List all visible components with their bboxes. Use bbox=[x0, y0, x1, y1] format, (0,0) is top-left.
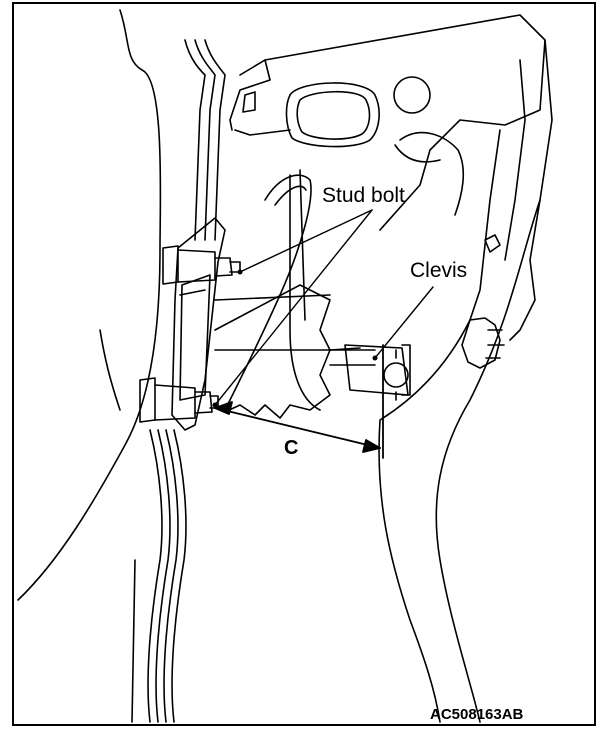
figure-frame bbox=[12, 2, 596, 726]
bracket-curved-slot bbox=[399, 131, 465, 216]
pushrod bbox=[329, 349, 376, 366]
dimension-c-arrow bbox=[214, 344, 384, 459]
pedal-support-bracket bbox=[229, 14, 553, 369]
mounting-plate bbox=[171, 217, 226, 431]
clevis-label: Clevis bbox=[410, 259, 468, 282]
dimension-c-label: C bbox=[284, 437, 299, 459]
lower-stud-bolt-shape bbox=[139, 377, 219, 423]
booster-boot bbox=[214, 284, 331, 419]
clip-bushing bbox=[461, 317, 501, 369]
clevis-shape bbox=[344, 344, 411, 401]
upper-stud-bolt-shape bbox=[162, 245, 241, 285]
right-contour bbox=[378, 319, 471, 723]
leader-lines bbox=[214, 209, 434, 406]
left-panel-edge bbox=[99, 329, 121, 411]
bulkhead-lines bbox=[131, 39, 226, 723]
stud-bolt-label: Stud bolt bbox=[322, 184, 405, 207]
bracket-round-hole bbox=[393, 76, 431, 114]
left-panel-outline bbox=[17, 9, 162, 601]
bracket-oval-opening bbox=[285, 82, 380, 148]
figure-code: AC508163AB bbox=[430, 706, 524, 723]
